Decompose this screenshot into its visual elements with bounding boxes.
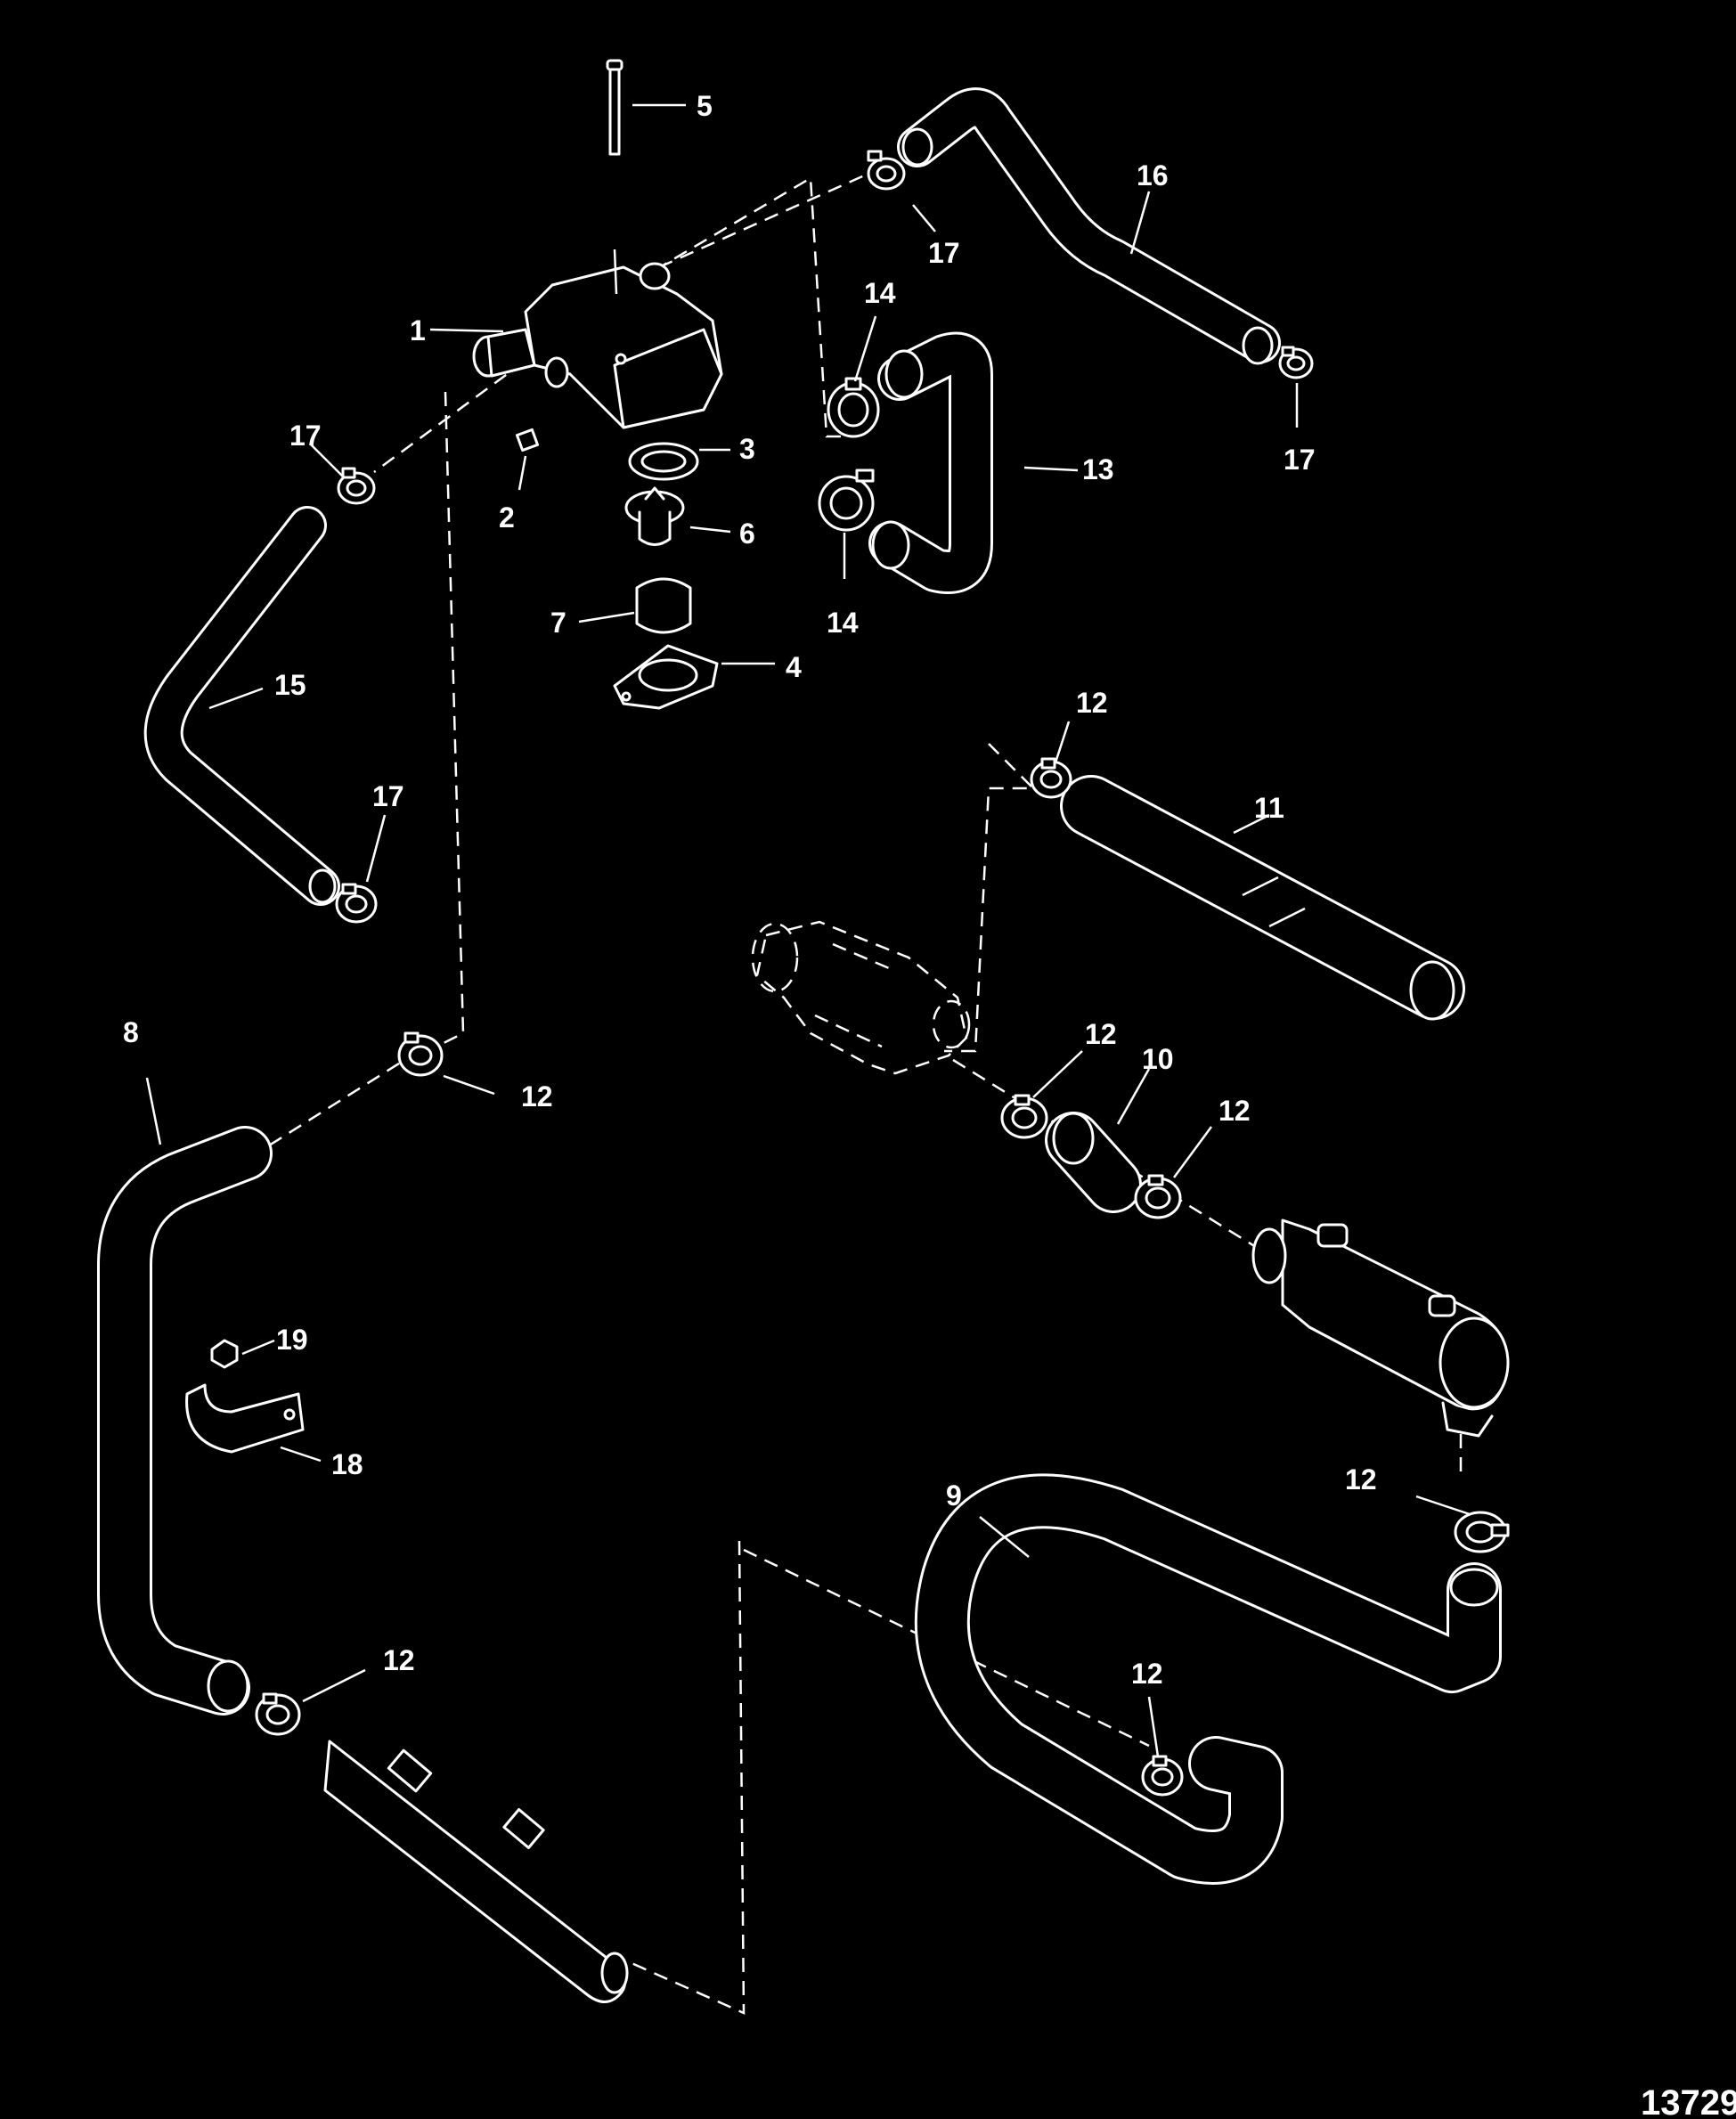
clamp-12-hose8 bbox=[255, 1692, 301, 1736]
bolt-5 bbox=[606, 59, 623, 156]
callout-17-top: 17 bbox=[928, 237, 960, 269]
clamp-17-top bbox=[867, 150, 906, 191]
callout-7: 7 bbox=[550, 607, 566, 639]
callout-2: 2 bbox=[499, 501, 515, 534]
clamp-12-cooler bbox=[1134, 1174, 1182, 1219]
assembly-dashed-lines bbox=[249, 172, 1463, 2015]
callout-17-right: 17 bbox=[1284, 444, 1316, 476]
hose-11 bbox=[1060, 775, 1465, 1021]
callout-labels: 5 1 2 3 6 7 4 17 16 17 13 14 14 17 15 17… bbox=[123, 90, 1736, 2119]
clamp-12-pump bbox=[1000, 1094, 1048, 1139]
clamp-14-lower bbox=[818, 469, 875, 532]
hose-9 bbox=[914, 1473, 1502, 1885]
callout-12-hose8: 12 bbox=[383, 1644, 415, 1676]
callout-12-hose9-top: 12 bbox=[1345, 1463, 1377, 1496]
callout-12-hose9-bottom: 12 bbox=[1131, 1658, 1163, 1690]
sleeve-7 bbox=[635, 577, 692, 634]
callout-19: 19 bbox=[276, 1324, 308, 1356]
bracket-18 bbox=[185, 1383, 305, 1454]
leader-lines bbox=[145, 103, 1471, 1757]
hose-15 bbox=[143, 506, 340, 906]
gasket-4 bbox=[613, 644, 719, 710]
callout-18: 18 bbox=[331, 1448, 363, 1480]
callout-1: 1 bbox=[410, 314, 426, 346]
clamp-17-lower bbox=[335, 883, 378, 924]
callout-9: 9 bbox=[946, 1479, 962, 1512]
callout-16: 16 bbox=[1137, 159, 1169, 192]
callout-14-upper: 14 bbox=[864, 277, 896, 309]
callout-11: 11 bbox=[1254, 792, 1284, 824]
thermostat-6 bbox=[624, 486, 685, 546]
callout-10: 10 bbox=[1142, 1043, 1174, 1075]
clamp-12-hose9-top bbox=[1454, 1511, 1510, 1553]
callout-12-left: 12 bbox=[521, 1080, 553, 1112]
callout-14-lower: 14 bbox=[827, 607, 859, 639]
thermostat-housing bbox=[472, 249, 723, 429]
clamp-17-right bbox=[1278, 346, 1314, 379]
clamp-14-upper bbox=[827, 377, 880, 438]
pump-body-ghost bbox=[751, 920, 971, 1075]
callout-12-hose11: 12 bbox=[1076, 687, 1108, 719]
callout-4: 4 bbox=[786, 651, 802, 683]
nut-19 bbox=[210, 1339, 239, 1369]
clamp-12-hose11 bbox=[1030, 757, 1072, 799]
hose-13 bbox=[868, 331, 993, 594]
callout-3: 3 bbox=[739, 433, 755, 465]
callout-8: 8 bbox=[123, 1016, 139, 1048]
fuel-cooler bbox=[1251, 1218, 1510, 1438]
exhaust-pipe-partial bbox=[323, 1740, 629, 2003]
hose-clamps bbox=[255, 150, 1510, 1797]
callout-13: 13 bbox=[1082, 453, 1114, 485]
drawing-number: 13729 bbox=[1641, 2083, 1736, 2119]
callout-17-left: 17 bbox=[289, 420, 322, 452]
callout-12-cooler: 12 bbox=[1218, 1095, 1251, 1127]
callout-17-lower: 17 bbox=[372, 780, 404, 812]
hose-16 bbox=[897, 87, 1281, 365]
callout-5: 5 bbox=[697, 90, 713, 122]
hose-10 bbox=[1045, 1112, 1142, 1213]
callout-12-pump: 12 bbox=[1085, 1018, 1117, 1050]
gasket-3 bbox=[628, 442, 699, 481]
hose-8 bbox=[97, 1126, 273, 1716]
clamp-12-left bbox=[397, 1031, 444, 1077]
callout-6: 6 bbox=[739, 518, 755, 550]
plug-2 bbox=[515, 428, 540, 452]
clamp-17-left bbox=[337, 467, 376, 505]
clamp-12-hose9-bottom bbox=[1141, 1755, 1184, 1797]
callout-15: 15 bbox=[274, 669, 306, 701]
